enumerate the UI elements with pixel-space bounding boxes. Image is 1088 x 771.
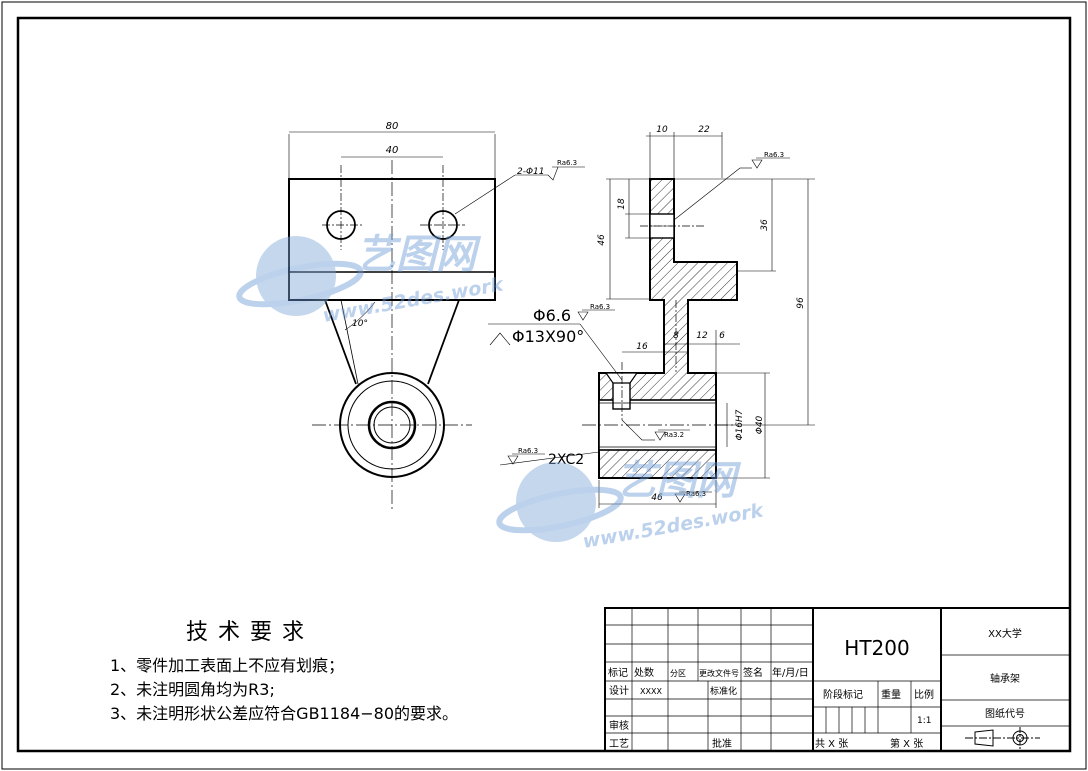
inner-border	[16, 16, 1072, 753]
dim-6: 6	[719, 331, 725, 341]
dim-46: 46	[597, 234, 607, 246]
chamfer-callout: 2XC2	[548, 452, 584, 468]
dim-angle: 10°	[352, 319, 368, 329]
dim-len: 46	[651, 493, 663, 503]
header-sign: 签名	[743, 666, 763, 679]
watermark-brand: 艺图网	[356, 232, 482, 278]
front-view	[288, 131, 585, 510]
dim-width-80: 80	[386, 121, 399, 132]
hole-roughness: Ra6.3	[557, 159, 577, 167]
dim-96: 96	[796, 297, 806, 309]
designer-name: XXXX	[640, 687, 662, 696]
header-count: 处数	[634, 666, 654, 679]
dim-bore: Φ16H7	[735, 409, 745, 440]
projection-symbol	[965, 727, 1040, 749]
scale-value: 1:1	[917, 716, 931, 726]
part-name: 轴承架	[990, 672, 1020, 685]
watermark-brand-2: 艺图网	[616, 458, 742, 504]
ra-bottom: Ra6.3	[686, 490, 706, 498]
review-label: 审核	[609, 719, 629, 732]
standardize-label: 标准化	[710, 685, 737, 697]
dim-22: 22	[698, 125, 710, 135]
dim-16: 16	[636, 342, 648, 352]
dim-hole-spacing: 40	[386, 145, 399, 156]
section-dimensions	[488, 132, 815, 508]
ra-bore: Ra3.2	[664, 431, 684, 439]
total-sheets: 共 X 张	[815, 738, 848, 750]
title-block	[604, 607, 1071, 752]
countersink-dia: Φ6.6	[533, 306, 571, 325]
header-mark: 标记	[608, 667, 628, 679]
requirement-item-1: 1、零件加工表面上不应有划痕；	[110, 656, 345, 675]
hole-callout: 2-Φ11	[517, 167, 545, 177]
weight-label: 重量	[881, 688, 901, 701]
header-date: 年/月/日	[772, 666, 809, 679]
watermark-logo-2: 艺图网 www.52des.work	[496, 458, 766, 553]
ra-top: Ra6.3	[764, 151, 784, 159]
requirements-title: 技术要求	[186, 620, 315, 645]
ra-countersink: Ra6.3	[590, 303, 610, 311]
school-name: XX大学	[988, 627, 1022, 640]
material: HT200	[844, 636, 909, 660]
requirement-item-3: 3、未注明形状公差应符合GB1184−80的要求。	[110, 704, 459, 723]
drawing-number: 图纸代号	[985, 707, 1025, 720]
watermark-logo: 艺图网 www.52des.work	[236, 232, 506, 327]
requirement-item-2: 2、未注明圆角均为R3;	[110, 680, 275, 699]
design-label: 设计	[609, 684, 629, 697]
dim-od: Φ40	[755, 415, 765, 434]
sheet-number: 第 X 张	[890, 737, 923, 750]
countersink-spec: Φ13X90°	[512, 327, 584, 346]
ra-chamfer: Ra6.3	[518, 447, 538, 455]
approve-label: 批准	[712, 737, 732, 750]
process-label: 工艺	[609, 738, 629, 750]
dim-12: 12	[696, 331, 708, 341]
scale-label: 比例	[914, 688, 934, 701]
header-doc: 更改文件号	[699, 668, 739, 678]
stage-label: 阶段标记	[823, 688, 863, 701]
dim-8: 8	[673, 331, 679, 341]
section-view	[582, 178, 738, 479]
header-zone: 分区	[670, 669, 686, 678]
dim-36: 36	[760, 219, 770, 231]
dim-10: 10	[656, 125, 668, 135]
dim-18: 18	[617, 198, 627, 210]
